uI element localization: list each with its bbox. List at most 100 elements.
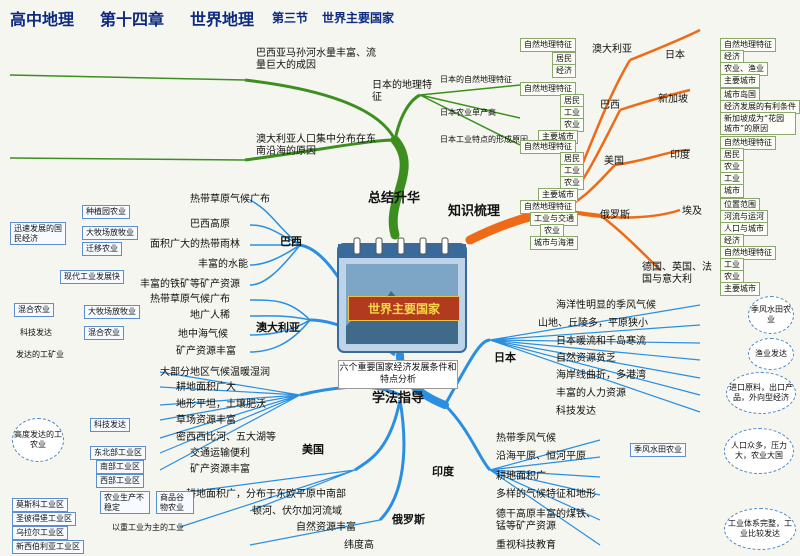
- knowledge-item: 农业: [560, 118, 584, 132]
- method-note: 科技发达: [90, 418, 130, 432]
- knowledge-item: 自然地理特征: [520, 140, 576, 154]
- knowledge-country-india: 印度: [670, 150, 690, 161]
- method-note: 大牧场放牧业: [82, 226, 138, 240]
- header-chapter: 第十四章: [100, 10, 165, 29]
- method-item: 重视科技教育: [496, 540, 556, 551]
- method-item: 德干高原丰富的煤铁、锰等矿产资源: [496, 509, 596, 532]
- method-item: 纬度高: [344, 540, 374, 551]
- method-item: 热带草原气候广布: [190, 194, 270, 205]
- knowledge-item: 自然地理特征: [720, 38, 776, 52]
- method-note: 季风水田农业: [630, 443, 686, 457]
- method-item: 地形平坦，土壤肥沃: [176, 399, 266, 410]
- method-item: 交通运输便利: [190, 448, 250, 459]
- knowledge-item: 自然地理特征: [520, 38, 576, 52]
- branch-knowledge: 知识梳理: [448, 204, 501, 219]
- summary-japan-item: 日本的自然地理特征: [440, 75, 512, 84]
- knowledge-country-australia: 澳大利亚: [592, 44, 632, 55]
- method-note: 大牧场放牧业: [84, 305, 140, 319]
- method-note: 南部工业区: [96, 460, 144, 474]
- method-item: 大部分地区气候温暖湿润: [160, 367, 270, 378]
- method-note: 渔业发达: [748, 338, 794, 370]
- knowledge-item: 人口与城市: [720, 222, 768, 236]
- method-item: 耕地面积广，分布于东欧平原中南部: [186, 489, 346, 500]
- knowledge-country-europe: 德国、英国、法国与意大利: [642, 262, 712, 285]
- method-note: 以重工业为主的工业: [112, 523, 184, 532]
- method-note: 迁移农业: [82, 242, 122, 256]
- method-item: 海洋性明显的季风气候: [556, 300, 656, 311]
- method-note: 莫斯科工业区: [12, 498, 68, 512]
- method-country-russia: 俄罗斯: [392, 513, 425, 526]
- summary-australia-pop: 澳大利亚人口集中分布在东南沿海的原因: [256, 134, 376, 157]
- branch-method: 学法指导: [372, 391, 425, 406]
- center-title: 世界主要国家: [348, 296, 460, 321]
- knowledge-item: 自然地理特征: [520, 82, 576, 96]
- method-note: 混合农业: [14, 303, 54, 317]
- method-note: 迅速发展的国民经济: [10, 222, 66, 246]
- method-note: 农业生产不稳定: [100, 491, 150, 515]
- method-note: 发达的工矿业: [16, 350, 64, 359]
- method-item: 地广人稀: [190, 310, 230, 321]
- method-item: 自然资源贫乏: [556, 353, 616, 364]
- method-item: 耕地面积广大: [176, 382, 236, 393]
- summary-japan-hub: 日本的地理特征: [372, 80, 432, 103]
- summary-brazil-river: 巴西亚马孙河水量丰富、流量巨大的成因: [256, 48, 376, 71]
- method-note: 乌拉尔工业区: [12, 526, 68, 540]
- method-item: 丰富的人力资源: [556, 388, 626, 399]
- method-note: 圣彼得堡工业区: [12, 512, 76, 526]
- method-item: 顿河、伏尔加河流域: [252, 506, 342, 517]
- method-note: 工业体系完整，工业比较发达: [724, 508, 796, 550]
- method-item: 山地、丘陵多，平原狭小: [538, 318, 648, 329]
- knowledge-item: 新加坡成为“花园城市”的原因: [720, 112, 796, 136]
- method-country-brazil: 巴西: [280, 235, 302, 248]
- method-item: 草场资源丰富: [176, 415, 236, 426]
- method-note: 东北部工业区: [90, 446, 146, 460]
- method-item: 地中海气候: [178, 329, 228, 340]
- knowledge-item: 主要城市: [720, 282, 760, 296]
- knowledge-country-japan: 日本: [665, 50, 685, 61]
- method-item: 海岸线曲折，多港湾: [556, 370, 646, 381]
- calendar-icon: [337, 237, 467, 353]
- method-item: 矿产资源丰富: [176, 346, 236, 357]
- knowledge-item: 城市: [720, 184, 744, 198]
- method-country-japan: 日本: [494, 351, 516, 364]
- method-note: 人口众多，压力大，农业大国: [724, 428, 794, 474]
- method-country-usa: 美国: [302, 443, 324, 456]
- method-item: 丰富的铁矿等矿产资源: [140, 279, 240, 290]
- method-note: 混合农业: [84, 326, 124, 340]
- method-note: 商品谷物农业: [156, 491, 194, 515]
- method-note: 现代工业发展快: [60, 270, 124, 284]
- knowledge-item: 经济: [552, 64, 576, 78]
- header-section: 第三节: [272, 11, 309, 25]
- knowledge-country-egypt: 埃及: [682, 206, 702, 217]
- method-item: 矿产资源丰富: [190, 464, 250, 475]
- knowledge-item: 城市与海港: [530, 236, 578, 250]
- method-item: 日本暖流和千岛寒流: [556, 336, 646, 347]
- knowledge-country-russia: 俄罗斯: [600, 210, 630, 221]
- method-note: 西部工业区: [96, 474, 144, 488]
- center-note: 六个重要国家经济发展条件和特点分析: [338, 360, 458, 390]
- header-chapter-title: 世界地理: [190, 10, 255, 29]
- branch-summary: 总结升华: [368, 191, 421, 206]
- method-note: 种植园农业: [82, 205, 130, 219]
- method-item: 面积广大的热带雨林: [150, 239, 240, 250]
- knowledge-country-usa: 美国: [604, 156, 624, 167]
- knowledge-country-singapore: 新加坡: [658, 94, 688, 105]
- method-item: 巴西高原: [190, 219, 230, 230]
- method-item: 沿海平原、恒河平原: [496, 451, 586, 462]
- knowledge-item: 自然地理特征: [720, 246, 776, 260]
- method-item: 自然资源丰富: [296, 522, 356, 533]
- knowledge-country-brazil: 巴西: [600, 100, 620, 111]
- summary-japan-item: 日本农业单产高: [440, 108, 496, 117]
- method-note: 季风水田农业: [748, 296, 794, 334]
- method-item: 耕地面积广: [496, 471, 546, 482]
- method-item: 丰富的水能: [198, 259, 248, 270]
- method-note: 高度发达的工农业: [12, 418, 64, 462]
- method-note: 新西伯利亚工业区: [12, 540, 84, 554]
- method-item: 多样的气候特征和地形: [496, 489, 596, 500]
- method-country-australia: 澳大利亚: [256, 321, 300, 334]
- method-item: 科技发达: [556, 406, 596, 417]
- header-course: 高中地理: [10, 10, 75, 29]
- method-item: 热带草原气候广布: [150, 294, 230, 305]
- knowledge-item: 主要城市: [720, 74, 760, 88]
- knowledge-item: 工业: [720, 258, 744, 272]
